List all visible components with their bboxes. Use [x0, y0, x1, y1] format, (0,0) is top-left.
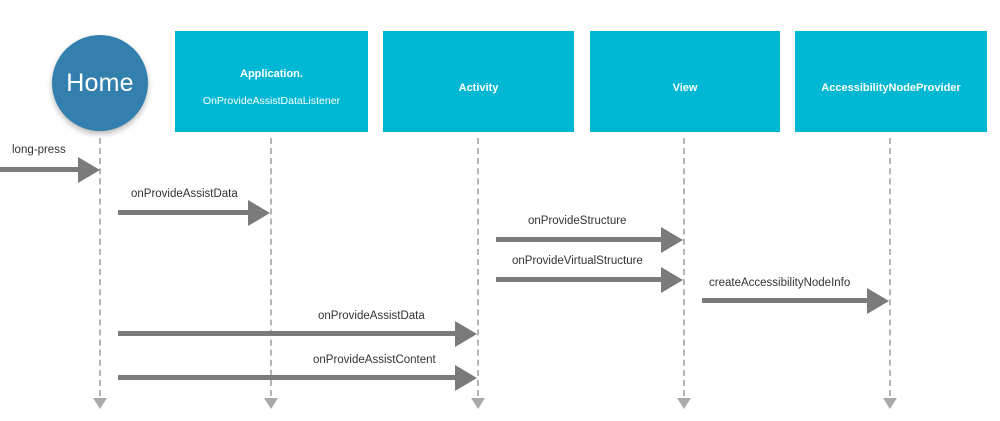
- message-arrowhead-onprovideassistcontent: [455, 365, 477, 391]
- lifeline-application: [270, 138, 272, 396]
- lifeline-activity-arrow: [471, 398, 485, 409]
- participant-label-application-sub: OnProvideAssistDataListener: [202, 95, 341, 108]
- lifeline-view-arrow: [677, 398, 691, 409]
- participant-label-application: Application. OnProvideAssistDataListener: [197, 54, 346, 109]
- participant-label-activity-main: Activity: [458, 81, 499, 94]
- message-arrowhead-onprovidestructure: [661, 227, 683, 253]
- participant-label-accessibilitynodeprovider: AccessibilityNodeProvider: [815, 68, 966, 96]
- lifeline-view: [683, 138, 685, 396]
- lifeline-home: [99, 138, 101, 396]
- message-line-onprovidestructure: [496, 237, 662, 242]
- participant-label-view: View: [667, 68, 704, 96]
- message-label-createaccessibilitynodeinfo: createAccessibilityNodeInfo: [709, 277, 851, 289]
- lifeline-activity: [477, 138, 479, 396]
- message-line-onprovidevirtualstructure: [496, 277, 662, 282]
- message-label-onprovideassistcontent: onProvideAssistContent: [313, 354, 436, 366]
- message-label-onprovideassistdata-2: onProvideAssistData: [318, 310, 425, 322]
- actor-home-label: Home: [66, 68, 134, 97]
- participant-label-accessibilitynodeprovider-main: AccessibilityNodeProvider: [821, 81, 961, 94]
- lifeline-application-arrow: [264, 398, 278, 409]
- message-arrowhead-onprovideassistdata-1: [248, 200, 270, 226]
- message-arrowhead-createaccessibilitynodeinfo: [867, 288, 889, 314]
- lifeline-home-arrow: [93, 398, 107, 409]
- message-arrowhead-long-press: [78, 157, 100, 183]
- participant-box-activity: Activity: [383, 31, 574, 132]
- message-arrowhead-onprovidevirtualstructure: [661, 267, 683, 293]
- message-arrowhead-onprovideassistdata-2: [455, 321, 477, 347]
- message-line-onprovideassistdata-2: [118, 331, 456, 336]
- participant-box-view: View: [590, 31, 780, 132]
- message-label-long-press: long-press: [12, 144, 66, 156]
- participant-label-application-main: Application.: [240, 67, 303, 80]
- message-line-onprovideassistcontent: [118, 375, 456, 380]
- participant-box-application: Application. OnProvideAssistDataListener: [175, 31, 368, 132]
- lifeline-accessibilitynodeprovider-arrow: [883, 398, 897, 409]
- message-line-createaccessibilitynodeinfo: [702, 298, 868, 303]
- participant-label-view-main: View: [672, 81, 698, 94]
- message-label-onprovideassistdata-1: onProvideAssistData: [131, 188, 238, 200]
- message-line-long-press: [0, 167, 80, 172]
- message-line-onprovideassistdata-1: [118, 210, 249, 215]
- actor-home-circle: Home: [52, 35, 148, 131]
- message-label-onprovidestructure: onProvideStructure: [528, 215, 627, 227]
- message-label-onprovidevirtualstructure: onProvideVirtualStructure: [512, 255, 643, 267]
- participant-box-accessibilitynodeprovider: AccessibilityNodeProvider: [795, 31, 987, 132]
- lifeline-accessibilitynodeprovider: [889, 138, 891, 396]
- participant-label-activity: Activity: [453, 68, 505, 96]
